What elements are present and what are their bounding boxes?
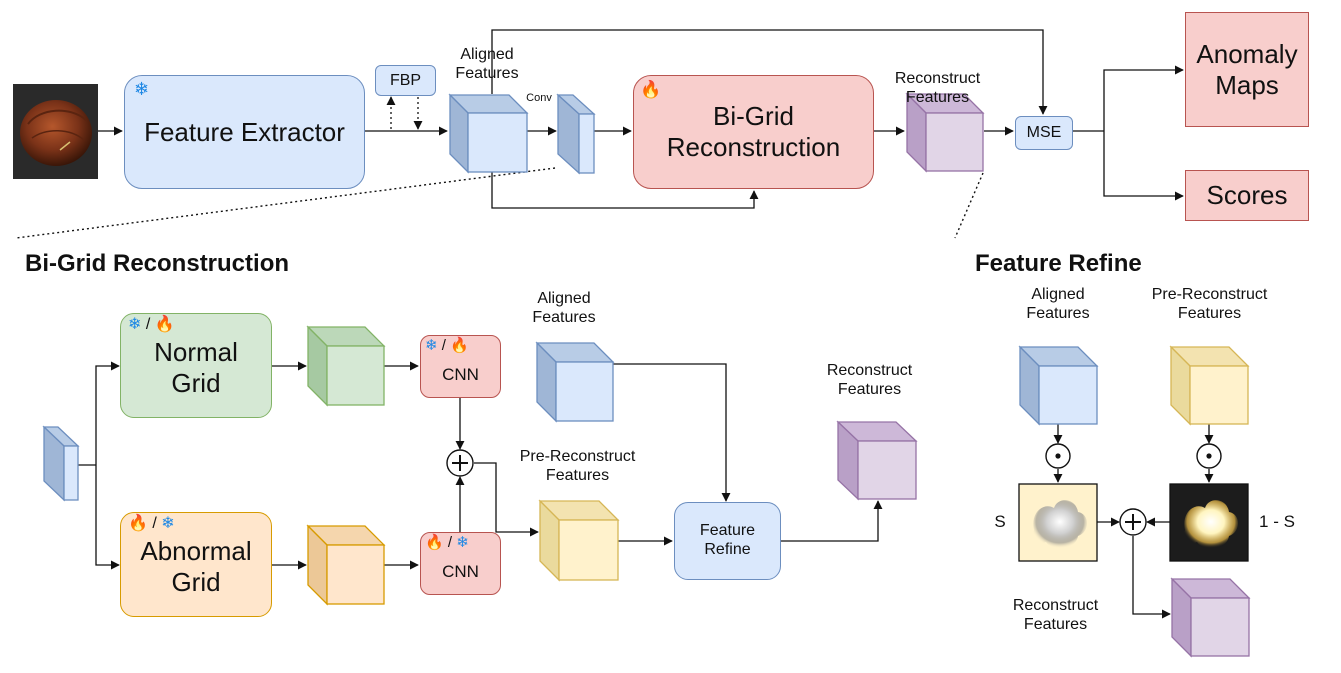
- hadamard-node-right: [1196, 443, 1222, 469]
- refine-sum-node: [1119, 508, 1147, 536]
- pre-reconstruct-features-cube: [538, 499, 620, 582]
- sum-node: [446, 449, 474, 477]
- cnn-bottom-box: CNN: [420, 532, 501, 595]
- aligned-features-cube: [448, 93, 529, 174]
- scores-box: Scores: [1185, 170, 1309, 221]
- zoom-lines: [15, 167, 984, 239]
- refine-reconstruct-features-cube: [1170, 577, 1251, 658]
- cnn-top-box: CNN: [420, 335, 501, 398]
- snowflake-icon: ❄: [456, 534, 469, 551]
- flame-icon: 🔥: [154, 316, 175, 333]
- feature-refine-panel-title: Feature Refine: [975, 250, 1142, 277]
- refine-pre-reconstruct-cube: [1169, 345, 1250, 426]
- feature-extractor-box: Feature Extractor: [124, 75, 365, 189]
- flame-icon: 🔥: [450, 337, 469, 354]
- refine-arrows: [1053, 424, 1214, 619]
- bigrid-panel-title: Bi-Grid Reconstruction: [25, 250, 290, 277]
- input-image: [13, 84, 98, 179]
- normal-grid-output-cube: [306, 325, 386, 407]
- one-minus-s-map: [1169, 483, 1249, 562]
- cnn-bottom-mode-icons: 🔥 / ❄: [425, 534, 469, 551]
- top-arrows: [98, 29, 1184, 209]
- one-minus-s-label: 1 - S: [1259, 512, 1295, 531]
- scores-label: Scores: [1206, 180, 1288, 210]
- flame-icon: 🔥: [128, 515, 148, 532]
- fbp-label: FBP: [389, 71, 422, 89]
- normal-grid-mode-icons: ❄ / 🔥: [128, 316, 175, 333]
- mse-label: MSE: [1026, 124, 1062, 141]
- mse-box: MSE: [1015, 116, 1073, 150]
- bigrid-input-cube: [42, 425, 80, 502]
- hadamard-node-left: [1045, 443, 1071, 469]
- bigrid-reconstruct-features-cube: [836, 420, 918, 501]
- flame-icon: 🔥: [640, 80, 662, 99]
- refine-aligned-features-cube: [1018, 345, 1099, 426]
- snowflake-icon: ❄: [161, 515, 175, 532]
- flame-icon: 🔥: [425, 534, 444, 551]
- abnormal-grid-output-cube: [306, 524, 386, 606]
- feature-extractor-label: Feature Extractor: [144, 116, 345, 147]
- abnormal-grid-mode-icons: 🔥 / ❄: [128, 515, 175, 532]
- fbp-box: FBP: [375, 65, 436, 96]
- snowflake-icon: ❄: [134, 79, 150, 99]
- snowflake-icon: ❄: [128, 316, 142, 333]
- conv-label: Conv: [526, 92, 552, 104]
- s-map: [1018, 483, 1098, 562]
- cnn-top-mode-icons: ❄ / 🔥: [425, 337, 469, 354]
- snowflake-icon: ❄: [425, 337, 438, 354]
- conv-layer-cube: [556, 93, 596, 175]
- reconstruct-features-cube: [905, 92, 985, 173]
- s-label: S: [994, 512, 1006, 531]
- bigrid-arrows: [78, 361, 883, 570]
- bigrid-aligned-features-cube: [535, 341, 615, 423]
